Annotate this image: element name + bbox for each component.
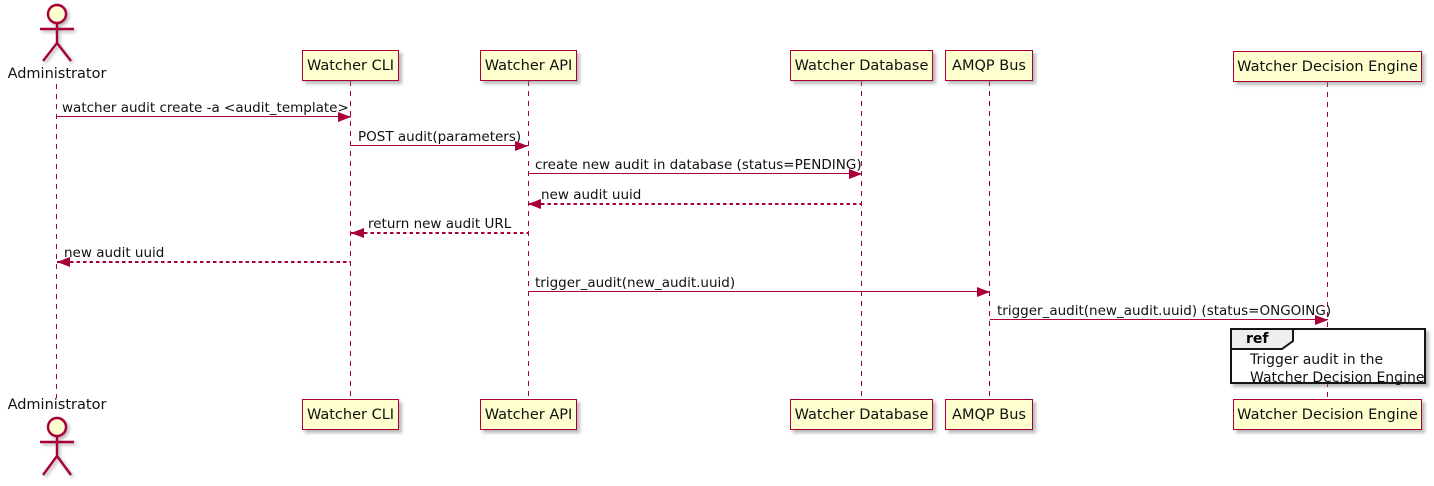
participant-watcher-decision-engine-bottom: Watcher Decision Engine xyxy=(1233,399,1422,430)
actor-icon xyxy=(40,3,74,62)
ref-text-line-1: Trigger audit in the xyxy=(1250,352,1384,368)
message-1-line xyxy=(57,116,351,117)
participant-watcher-api-bottom: Watcher API xyxy=(480,399,577,430)
actor-label-top: Administrator xyxy=(7,66,107,82)
message-5-line xyxy=(351,232,528,234)
participant-watcher-decision-engine-top: Watcher Decision Engine xyxy=(1233,51,1422,82)
message-8-label: trigger_audit(new_audit.uuid) (status=ON… xyxy=(997,303,1332,319)
participant-watcher-database-top: Watcher Database xyxy=(790,50,933,81)
lifeline-watcher-database xyxy=(861,81,863,399)
arrowhead-right-icon xyxy=(977,287,990,297)
actor-icon xyxy=(40,416,74,476)
lifeline-watcher-api xyxy=(528,81,530,399)
lifeline-administrator xyxy=(56,84,58,398)
ref-text-line-2: Watcher Decision Engine xyxy=(1250,370,1425,386)
arrowhead-right-icon xyxy=(1315,315,1328,325)
message-6-label: new audit uuid xyxy=(64,245,165,261)
message-2-label: POST audit(parameters) xyxy=(358,129,522,145)
lifeline-amqp-bus xyxy=(989,81,991,399)
arrowhead-left-icon xyxy=(57,257,70,267)
message-1-label: watcher audit create -a <audit_template> xyxy=(62,100,349,116)
message-5-label: return new audit URL xyxy=(368,216,512,232)
arrowhead-right-icon xyxy=(338,112,351,122)
participant-watcher-cli-bottom: Watcher CLI xyxy=(302,399,399,430)
message-4-line xyxy=(528,203,862,205)
message-6-line xyxy=(57,261,351,263)
ref-fragment: ref Trigger audit in the Watcher Decisio… xyxy=(1230,328,1426,386)
participant-watcher-database-bottom: Watcher Database xyxy=(790,399,933,430)
arrowhead-left-icon xyxy=(351,228,364,238)
participant-watcher-api-top: Watcher API xyxy=(480,50,577,81)
message-3-line xyxy=(528,173,862,174)
lifeline-watcher-decision-engine xyxy=(1327,82,1329,399)
actor-label-bottom: Administrator xyxy=(7,397,107,413)
message-7-label: trigger_audit(new_audit.uuid) xyxy=(535,275,736,291)
participant-amqp-bus-bottom: AMQP Bus xyxy=(945,399,1033,430)
participant-amqp-bus-top: AMQP Bus xyxy=(945,50,1033,81)
arrowhead-right-icon xyxy=(515,141,528,151)
message-3-label: create new audit in database (status=PEN… xyxy=(535,157,862,173)
arrowhead-right-icon xyxy=(849,169,862,179)
arrowhead-left-icon xyxy=(528,199,541,209)
participant-watcher-cli-top: Watcher CLI xyxy=(302,50,399,81)
ref-tab-icon xyxy=(1230,328,1294,350)
message-4-label: new audit uuid xyxy=(541,187,642,203)
message-2-line xyxy=(351,145,528,146)
ref-keyword: ref xyxy=(1246,331,1269,347)
lifeline-watcher-cli xyxy=(350,81,352,399)
message-7-line xyxy=(528,291,990,292)
message-8-line xyxy=(990,319,1328,320)
